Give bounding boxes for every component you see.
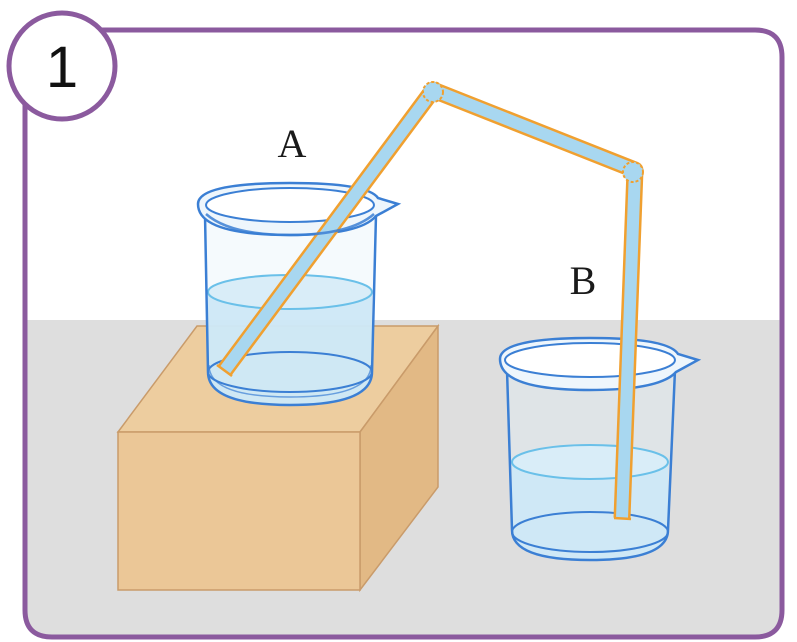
- siphon-tube-water: [220, 84, 641, 519]
- wooden-block: [116, 323, 440, 593]
- beaker-a-glass: [203, 214, 378, 407]
- beaker-a-label: A: [278, 121, 307, 166]
- step-number: 1: [46, 35, 78, 100]
- beaker-b-bottom: [511, 511, 669, 553]
- tube-bend-top: [422, 81, 444, 103]
- beaker-a-water: [208, 292, 372, 405]
- siphon-tube: [216, 81, 644, 521]
- panel-frame: [22, 27, 785, 640]
- wall-background: [0, 0, 797, 322]
- tube-bend-right: [622, 161, 644, 183]
- beaker-b-glass: [505, 369, 677, 562]
- block-front-face: [117, 431, 361, 591]
- step-number-badge: 1: [6, 10, 118, 122]
- beaker-a-bottom: [207, 351, 373, 393]
- beaker-b-label: B: [570, 258, 597, 303]
